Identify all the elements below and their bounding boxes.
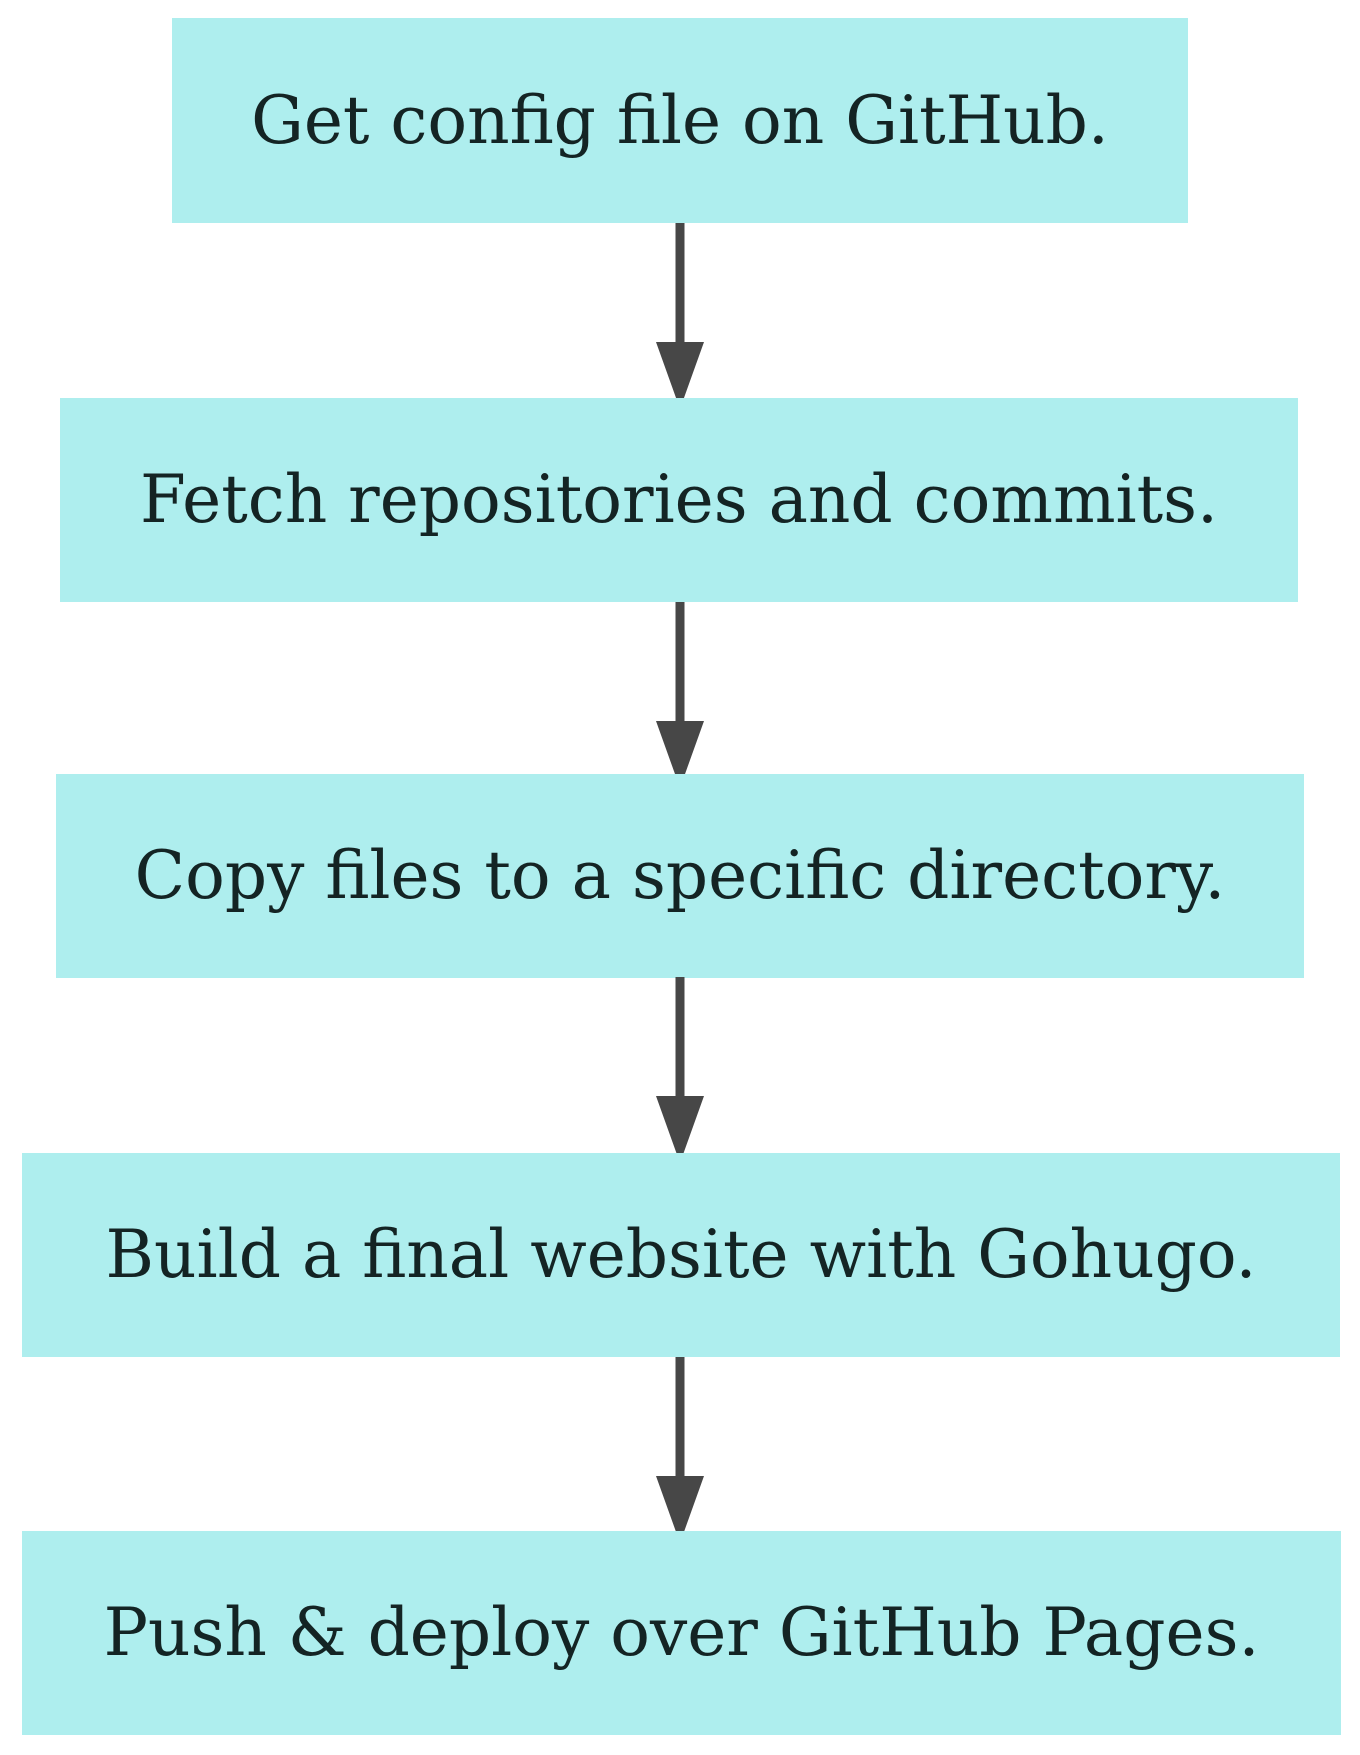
flow-node-label: Fetch repositories and commits. [139, 461, 1219, 538]
flow-node-copy-files: Copy files to a specific directory. [56, 774, 1304, 978]
flow-node-get-config: Get config file on GitHub. [172, 18, 1188, 223]
down-arrow-icon [656, 977, 704, 1163]
flow-node-label: Get config file on GitHub. [251, 81, 1109, 159]
down-arrow-icon [656, 1357, 704, 1543]
down-arrow-icon [656, 223, 704, 409]
flow-node-push-deploy: Push & deploy over GitHub Pages. [22, 1531, 1341, 1735]
flow-node-label: Copy files to a specific directory. [134, 837, 1226, 914]
flow-node-label: Build a final website with Gohugo. [105, 1216, 1257, 1293]
down-arrow-icon [656, 602, 704, 788]
flow-node-label: Push & deploy over GitHub Pages. [103, 1594, 1260, 1671]
flow-node-fetch-repos: Fetch repositories and commits. [60, 398, 1298, 602]
flow-node-build-site: Build a final website with Gohugo. [22, 1153, 1340, 1357]
